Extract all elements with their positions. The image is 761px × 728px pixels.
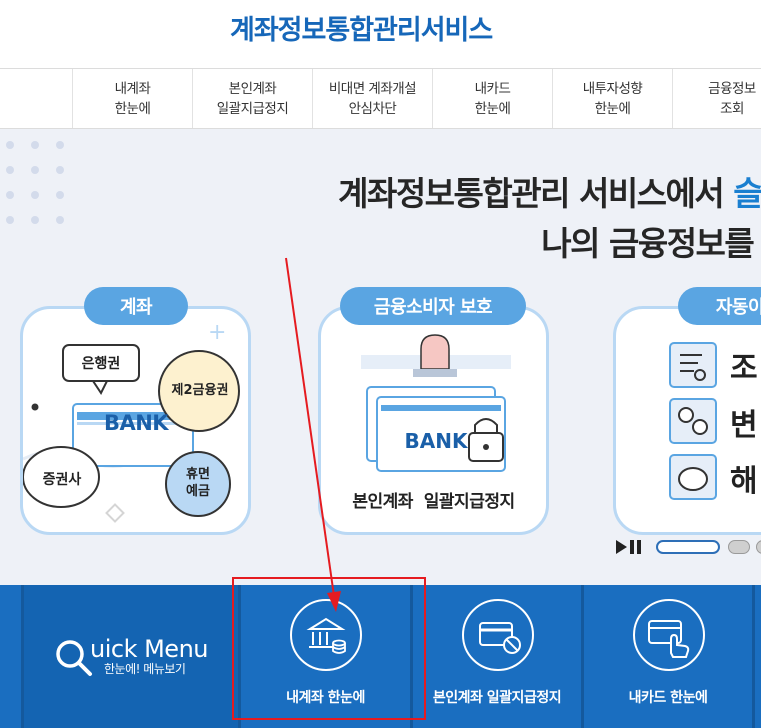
nav-item-label: 내투자성향 한눈에 [582, 81, 643, 117]
consumer-protection-caption: 본인계좌 일괄지급정지 [352, 492, 515, 512]
card-block-icon [462, 599, 534, 671]
site-title[interactable]: 계좌정보통합관리서비스 [230, 15, 493, 46]
divider [238, 585, 241, 728]
nav-item-financial-info[interactable]: 금융정보 조회 [672, 69, 761, 128]
quick-item-label: 본인계좌 일괄지급정지 [432, 690, 562, 706]
account-illustration: + [22, 320, 240, 523]
quick-menu-subtitle: 한눈에! 메뉴보기 [104, 662, 186, 676]
nav-item-my-accounts[interactable]: 내계좌 한눈에 [72, 69, 192, 128]
tag-bank: 은행권 [81, 356, 121, 372]
slide-indicator-active[interactable] [656, 540, 720, 554]
nav-item-investment-profile[interactable]: 내투자성향 한눈에 [552, 69, 672, 128]
main-navigation: 내계좌 한눈에 본인계좌 일괄지급정지 비대면 계좌개설 안심차단 내카드 한눈… [0, 68, 761, 129]
nav-item-label: 금융정보 조회 [708, 81, 756, 117]
nav-item-account-suspension[interactable]: 본인계좌 일괄지급정지 [192, 69, 312, 128]
nav-item-remote-account-block[interactable]: 비대면 계좌개설 안심차단 [312, 69, 432, 128]
auto-transfer-row-1: 조 [730, 351, 758, 386]
quick-item-my-cards[interactable]: 내카드 한눈에 [584, 585, 752, 728]
consumer-protection-pill: 금융소비자 보호 [340, 287, 526, 325]
quick-item-my-accounts[interactable]: 내계좌 한눈에 [241, 585, 410, 728]
divider [410, 585, 413, 728]
tag-securities: 증권사 [42, 472, 82, 488]
slide-indicator[interactable] [728, 540, 750, 554]
nav-item-label: 비대면 계좌개설 안심차단 [328, 81, 417, 117]
divider [581, 585, 584, 728]
site-header: 계좌정보통합관리서비스 [0, 0, 761, 68]
quick-menu-title: uick Menu [90, 635, 209, 663]
bank-building-icon [290, 599, 362, 671]
quick-item-label: 내카드 한눈에 [628, 690, 708, 706]
bank-label: BANK [404, 429, 468, 453]
nav-item-my-cards[interactable]: 내카드 한눈에 [432, 69, 552, 128]
nav-item-label: 내카드 한눈에 [474, 81, 511, 117]
quick-item-account-suspension[interactable]: 본인계좌 일괄지급정지 [413, 585, 581, 728]
auto-transfer-pill: 자동이체 [678, 287, 761, 325]
svg-text:+: + [208, 320, 226, 345]
nav-item-label: 본인계좌 일괄지급정지 [216, 81, 289, 117]
siren-bank-illustration [361, 334, 511, 472]
search-icon [56, 640, 92, 676]
auto-transfer-row-2: 변 [730, 408, 758, 443]
nav-item-label: 내계좌 한눈에 [114, 81, 151, 117]
divider [752, 585, 755, 728]
quick-item-label: 내계좌 한눈에 [286, 690, 365, 706]
play-icon[interactable] [616, 540, 627, 554]
hero-headline-line1: 계좌정보통합관리 서비스에서 슬기 [338, 174, 761, 213]
card-touch-icon [633, 599, 705, 671]
account-card[interactable]: + BANK 은행권 제2금융권 증권사 휴면 예금 [20, 306, 251, 535]
quick-menu: uick Menu 한눈에! 메뉴보기 내계좌 한눈에 본인계좌 일괄지급정지 [0, 585, 761, 728]
divider [21, 585, 24, 728]
tag-dormant-deposit: 휴면 예금 [186, 467, 210, 499]
auto-transfer-row-3: 해 [730, 464, 758, 499]
bank-label: BANK [103, 411, 169, 435]
auto-transfer-illustration [669, 342, 717, 500]
consumer-protection-card[interactable]: BANK 본인계좌 일괄지급정지 [318, 306, 549, 535]
slide-indicator[interactable] [756, 540, 761, 554]
auto-transfer-card[interactable]: 조 변 해 [613, 306, 761, 535]
tag-secondary-finance: 제2금융권 [171, 383, 229, 398]
pause-icon[interactable] [630, 540, 642, 554]
account-card-pill: 계좌 [84, 287, 188, 325]
hero-banner: 계좌정보통합관리 서비스에서 슬기 나의 금융정보를 한눈 + BANK 은행권 [0, 129, 761, 585]
annotation-highlight-box [232, 577, 426, 720]
hero-headline-line2: 나의 금융정보를 한눈 [541, 224, 761, 263]
